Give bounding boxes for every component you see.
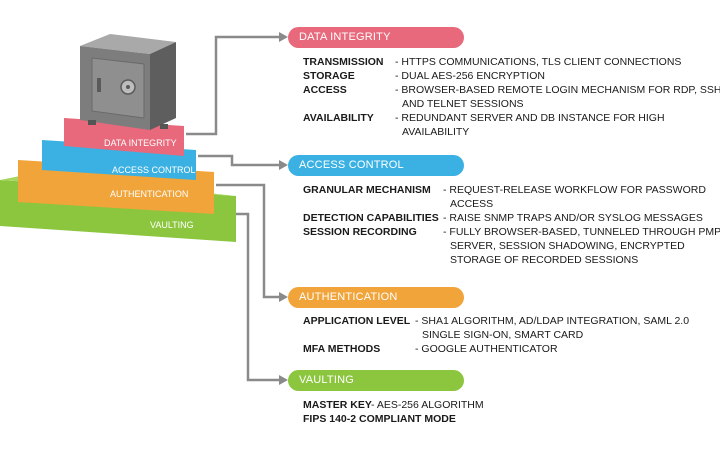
detail-value: - GOOGLE AUTHENTICATOR [415, 343, 558, 355]
vaulting-layer-label: VAULTING [150, 220, 194, 230]
detail-value: SINGLE SIGN-ON, SMART CARD [422, 329, 584, 341]
detail-value: STORAGE OF RECORDED SESSIONS [450, 254, 639, 266]
detail-key: FIPS 140-2 COMPLIANT MODE [303, 413, 456, 425]
detail-row: FIPS 140-2 COMPLIANT MODE [303, 412, 484, 426]
detail-key: AVAILABILITY [303, 112, 374, 124]
detail-row: STORAGE - DUAL AES-256 ENCRYPTION [303, 69, 720, 83]
safe-icon [80, 34, 176, 130]
detail-key: GRANULAR MECHANISM [303, 184, 431, 196]
detail-key: MASTER KEY [303, 399, 372, 411]
data-integrity-details: TRANSMISSION - HTTPS COMMUNICATIONS, TLS… [303, 55, 720, 139]
detail-value: SERVER, SESSION SHADOWING, ENCRYPTED [450, 240, 685, 252]
data-integrity-layer-label: DATA INTEGRITY [104, 138, 177, 148]
detail-row: MASTER KEY - AES-256 ALGORITHM [303, 398, 484, 412]
detail-row: TRANSMISSION - HTTPS COMMUNICATIONS, TLS… [303, 55, 720, 69]
detail-value: - RAISE SNMP TRAPS AND/OR SYSLOG MESSAGE… [443, 212, 703, 224]
connector-arrowheads [279, 32, 288, 385]
detail-value: ACCESS [450, 198, 494, 210]
detail-row: GRANULAR MECHANISM - REQUEST-RELEASE WOR… [303, 183, 720, 211]
detail-key: APPLICATION LEVEL [303, 315, 411, 327]
detail-value: - SHA1 ALGORITHM, AD/LDAP INTEGRATION, S… [415, 315, 690, 327]
detail-value: - BROWSER-BASED REMOTE LOGIN MECHANISM F… [395, 84, 720, 96]
section-title-data-integrity: DATA INTEGRITY [288, 27, 464, 48]
detail-value: AVAILABILITY [402, 126, 470, 138]
arrowhead-icon [279, 32, 288, 42]
access-control-layer-label: ACCESS CONTROL [112, 165, 196, 175]
detail-row: APPLICATION LEVEL - SHA1 ALGORITHM, AD/L… [303, 314, 689, 342]
detail-row: SESSION RECORDING - FULLY BROWSER-BASED,… [303, 225, 720, 267]
detail-row: ACCESS - BROWSER-BASED REMOTE LOGIN MECH… [303, 83, 720, 111]
detail-value: AND TELNET SESSIONS [402, 98, 524, 110]
connector-vaulting [236, 212, 280, 382]
detail-row: DETECTION CAPABILITIES - RAISE SNMP TRAP… [303, 211, 720, 225]
connector-access-control [198, 154, 280, 167]
detail-key: ACCESS [303, 84, 347, 96]
connector-data-integrity [186, 35, 280, 136]
detail-value: - FULLY BROWSER-BASED, TUNNELED THROUGH … [443, 226, 720, 238]
access-control-details: GRANULAR MECHANISM - REQUEST-RELEASE WOR… [303, 183, 720, 267]
detail-value: - HTTPS COMMUNICATIONS, TLS CLIENT CONNE… [395, 56, 682, 68]
detail-key: SESSION RECORDING [303, 226, 417, 238]
arrowhead-icon [279, 292, 288, 302]
detail-value: - DUAL AES-256 ENCRYPTION [395, 70, 545, 82]
detail-key: TRANSMISSION [303, 56, 384, 68]
detail-row: MFA METHODS - GOOGLE AUTHENTICATOR [303, 342, 689, 356]
section-title-vaulting: VAULTING [288, 370, 464, 391]
detail-key: MFA METHODS [303, 343, 381, 355]
vaulting-details: MASTER KEY - AES-256 ALGORITHM FIPS 140-… [303, 398, 484, 426]
section-title-authentication: AUTHENTICATION [288, 287, 464, 308]
detail-value: - REQUEST-RELEASE WORKFLOW FOR PASSWORD [443, 184, 706, 196]
authentication-layer-label: AUTHENTICATION [110, 189, 188, 199]
connector-authentication [216, 183, 280, 299]
arrowhead-icon [279, 160, 288, 170]
arrowhead-icon [279, 375, 288, 385]
connector-lines [186, 35, 280, 382]
section-title-access-control: ACCESS CONTROL [288, 155, 464, 176]
detail-value: - REDUNDANT SERVER AND DB INSTANCE FOR H… [395, 112, 665, 124]
detail-value: - AES-256 ALGORITHM [371, 399, 484, 411]
authentication-details: APPLICATION LEVEL - SHA1 ALGORITHM, AD/L… [303, 314, 689, 356]
detail-key: DETECTION CAPABILITIES [303, 212, 439, 224]
detail-key: STORAGE [303, 70, 355, 82]
detail-row: AVAILABILITY - REDUNDANT SERVER AND DB I… [303, 111, 720, 139]
